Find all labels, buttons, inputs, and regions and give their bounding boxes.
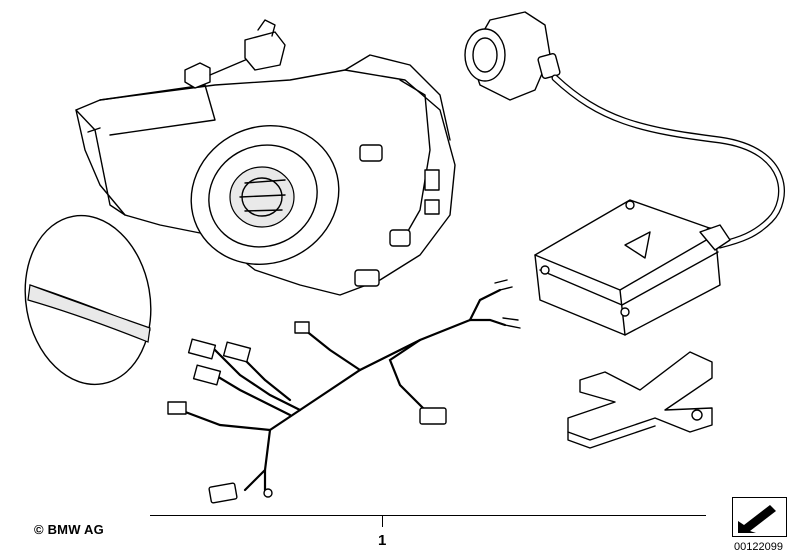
footer-baseline: [150, 515, 706, 516]
part-number-tick: [382, 515, 383, 527]
part-number-label: 1: [378, 532, 387, 549]
diagonal-arrow-icon[interactable]: [732, 497, 787, 537]
wiring-harness: [167, 279, 521, 504]
document-id: 00122099: [734, 541, 783, 553]
headlight-assembly: [75, 19, 456, 296]
copyright-text: © BMW AG: [34, 522, 104, 537]
mounting-bracket: [567, 351, 713, 449]
parts-diagram: [24, 11, 785, 504]
lens-cover: [24, 214, 152, 386]
ballast-unit: [534, 199, 731, 336]
bulb-socket-cable: [464, 11, 785, 249]
